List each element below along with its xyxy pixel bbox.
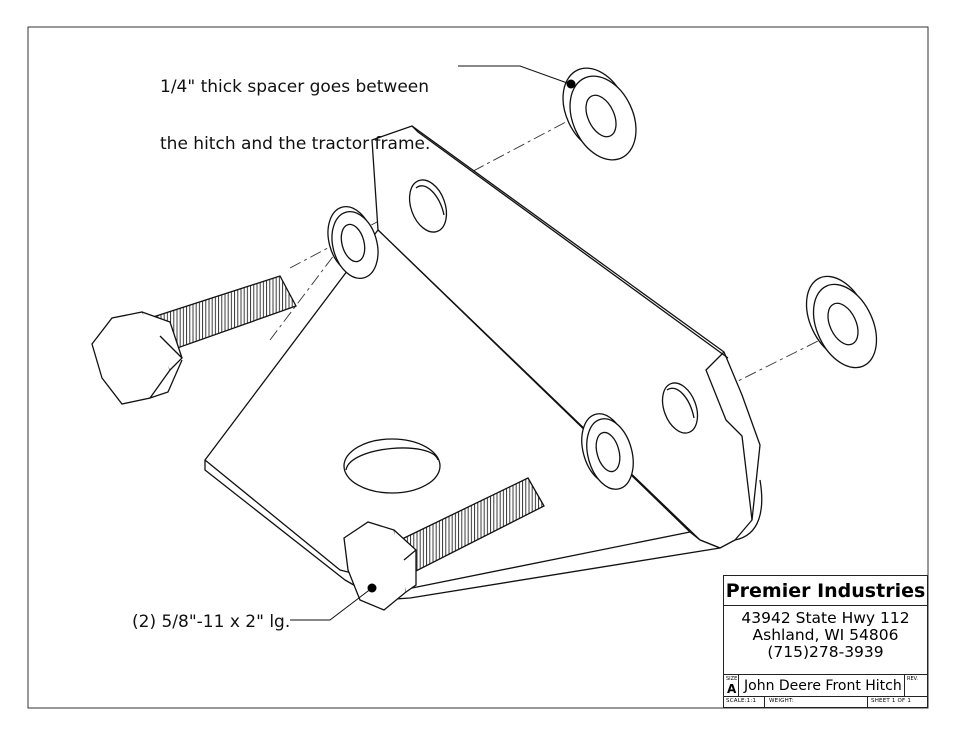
weight-divider: [867, 697, 868, 708]
size-cell: SIZE A: [724, 675, 739, 697]
sheet-label: SHEET 1 OF 1: [871, 698, 912, 704]
lower-mount-hole: [661, 382, 699, 434]
company-name: Premier Industries: [724, 576, 927, 606]
spacer-callout-line-1: 1/4" thick spacer goes between: [160, 77, 430, 97]
address-line-phone: (715)278-3939: [767, 643, 884, 661]
address-line-city: Ashland, WI 54806: [752, 626, 899, 644]
pin-hole: [343, 438, 441, 494]
spacer-upper: [562, 67, 637, 161]
lock-washer-lower: [581, 413, 634, 490]
spacer-lower: [805, 275, 878, 369]
scale-divider: [764, 697, 765, 708]
revision-cell: REV.: [904, 675, 927, 697]
scale-label: SCALE:1:1: [726, 698, 757, 704]
size-value: A: [727, 682, 737, 696]
upper-mount-hole: [408, 179, 448, 233]
bolt-upper: [91, 275, 297, 405]
leader-lines: [290, 65, 571, 621]
lock-washer-upper: [327, 206, 379, 279]
hitch-bracket: [204, 125, 763, 601]
bolt-lower: [343, 477, 545, 611]
sheet-border: [27, 26, 929, 709]
scale-row: SCALE:1:1 WEIGHT: SHEET 1 OF 1: [724, 697, 927, 708]
weight-label: WEIGHT:: [769, 698, 794, 704]
spacer-callout: 1/4" thick spacer goes between the hitch…: [160, 40, 430, 192]
company-address: 43942 State Hwy 112 Ashland, WI 54806 (7…: [724, 606, 927, 675]
address-line-street: 43942 State Hwy 112: [741, 609, 910, 627]
bolt-callout: (2) 5/8"-11 x 2" lg.: [132, 612, 291, 632]
title-block: Premier Industries 43942 State Hwy 112 A…: [723, 575, 928, 708]
leader-dot-spacer: [566, 79, 576, 89]
size-label: SIZE: [726, 676, 738, 682]
title-row: SIZE A John Deere Front Hitch REV.: [724, 675, 927, 697]
leader-dot-bolt: [367, 583, 377, 593]
drawing-title: John Deere Front Hitch: [744, 678, 902, 694]
spacer-callout-line-2: the hitch and the tractor frame.: [160, 134, 431, 154]
revision-label: REV.: [907, 676, 918, 682]
